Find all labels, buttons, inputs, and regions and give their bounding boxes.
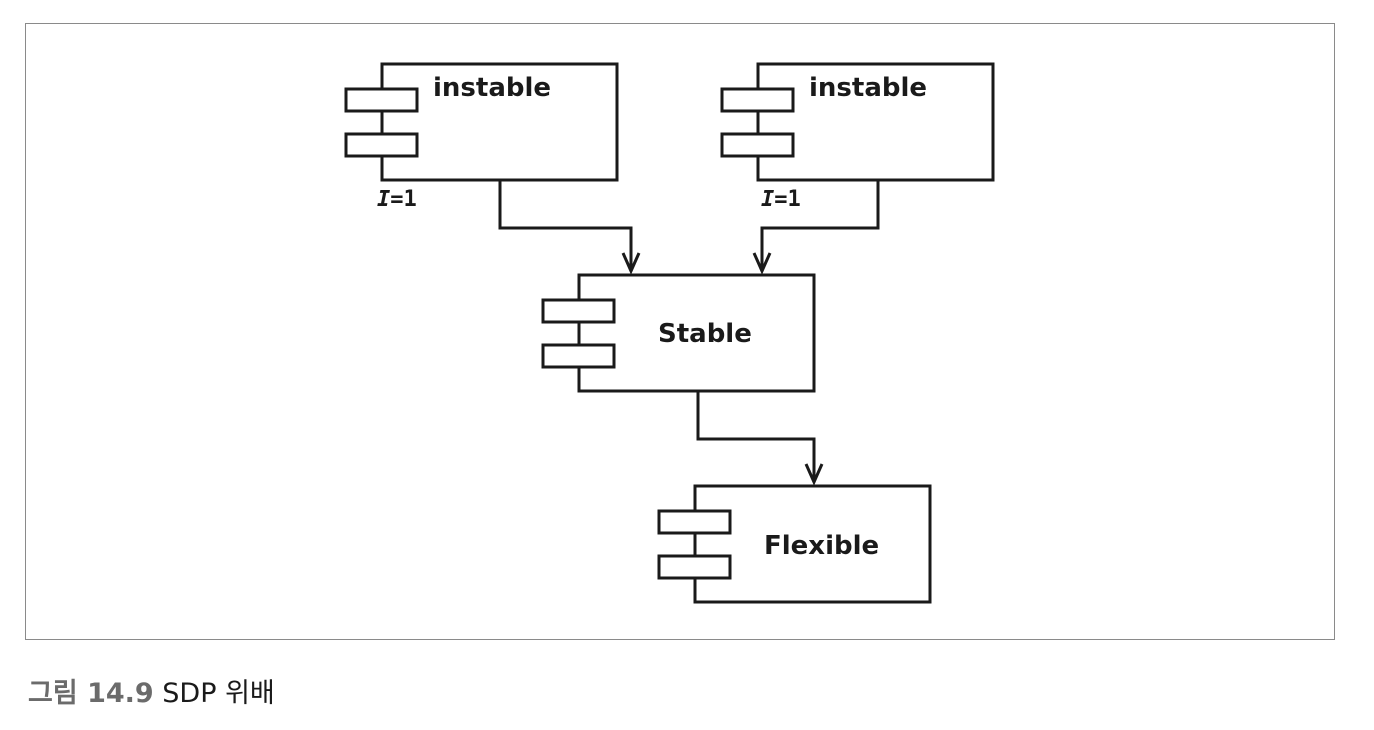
component-flexible xyxy=(657,484,932,604)
component-label-flexible: Flexible xyxy=(764,531,879,561)
component-label-instable-right: instable xyxy=(809,73,927,103)
component-port-icon xyxy=(344,87,419,113)
instability-metric-right: I=1 xyxy=(761,187,801,212)
metric-value: =1 xyxy=(774,187,801,212)
arrowhead-icon xyxy=(804,463,824,486)
component-body xyxy=(693,484,932,604)
diagram-frame: instable instable Stable Flexible I=1 I=… xyxy=(25,23,1335,640)
arrowhead-icon xyxy=(752,252,772,275)
component-port-icon xyxy=(720,87,795,113)
figure-caption-text: SDP 위배 xyxy=(162,678,275,709)
component-body xyxy=(577,273,816,393)
component-instable-left xyxy=(344,62,619,182)
component-instable-right xyxy=(720,62,995,182)
component-stable xyxy=(541,273,816,393)
component-body xyxy=(756,62,995,182)
component-label-instable-left: instable xyxy=(433,73,551,103)
instability-metric-left: I=1 xyxy=(377,187,417,212)
component-body xyxy=(380,62,619,182)
dependency-arrow-left-to-stable xyxy=(498,180,641,275)
figure-caption: 그림 14.9 SDP 위배 xyxy=(28,671,275,710)
dependency-arrow-right-to-stable xyxy=(752,180,880,275)
metric-symbol: I xyxy=(377,187,390,212)
metric-value: =1 xyxy=(390,187,417,212)
dependency-arrow-stable-to-flexible xyxy=(696,391,824,486)
figure-caption-label: 그림 14.9 xyxy=(28,678,154,709)
component-port-icon xyxy=(720,132,795,158)
component-port-icon xyxy=(657,554,732,580)
metric-symbol: I xyxy=(761,187,774,212)
component-label-stable: Stable xyxy=(658,319,752,349)
component-port-icon xyxy=(541,343,616,369)
component-port-icon xyxy=(344,132,419,158)
arrowhead-icon xyxy=(621,252,641,275)
component-port-icon xyxy=(657,509,732,535)
component-diagram: instable instable Stable Flexible I=1 I=… xyxy=(344,62,995,604)
component-port-icon xyxy=(541,298,616,324)
